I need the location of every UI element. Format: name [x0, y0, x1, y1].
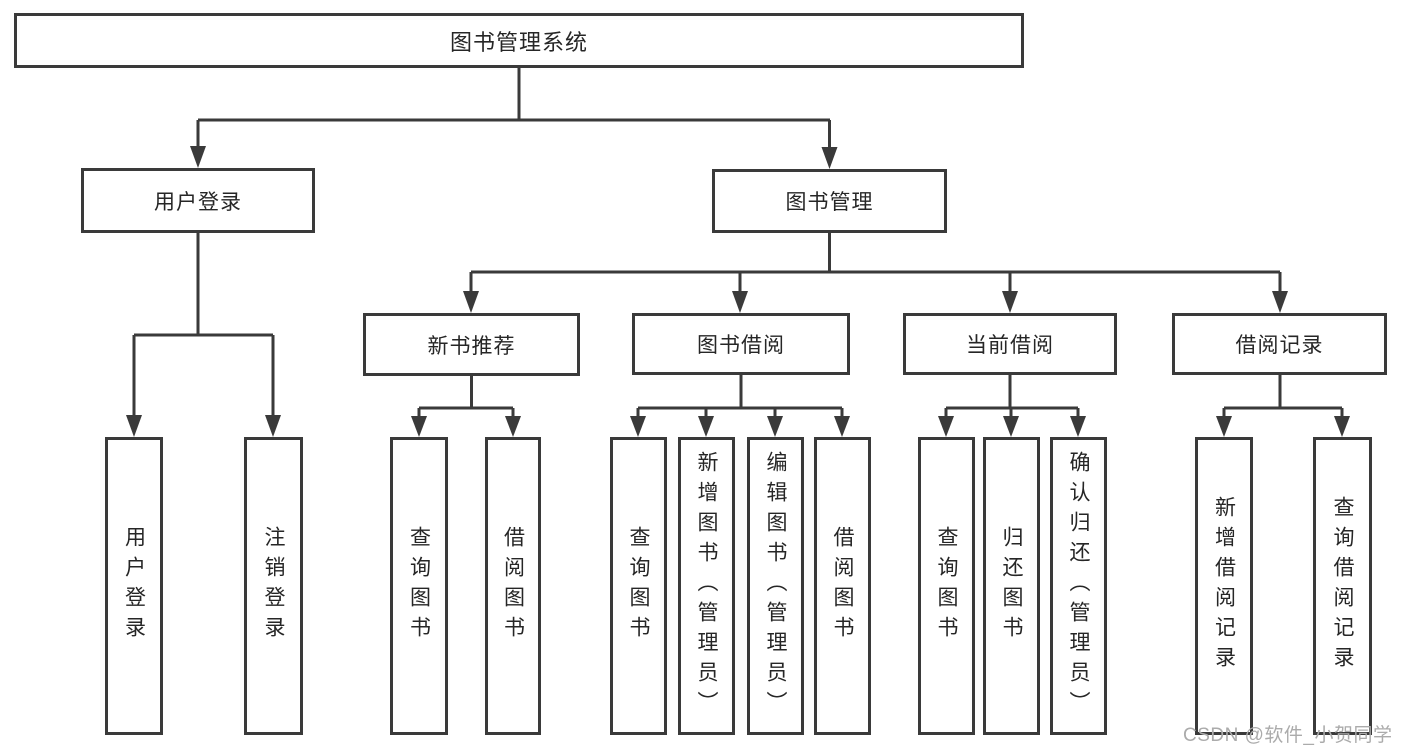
node-book-management: 图书管理: [712, 169, 947, 233]
arrowheads-new-book-recommend-leaves: [411, 416, 521, 437]
leaf-cb-return-books-label: 归还图书: [1000, 526, 1023, 646]
arrowheads-level2: [190, 146, 838, 169]
leaf-logout-login-label: 注销登录: [262, 526, 285, 646]
leaf-user-login-label: 用户登录: [122, 526, 146, 646]
leaf-user-login: 用户登录: [105, 437, 163, 735]
connector-user-login-to-leaves: [132, 233, 275, 433]
leaf-bb-query-books-label: 查询图书: [627, 526, 650, 646]
csdn-watermark: CSDN @软件_小贺同学: [1183, 725, 1393, 746]
node-book-borrowing-label: 图书借阅: [697, 334, 785, 357]
leaf-br-add-borrow-record-label: 新增借阅记录: [1212, 496, 1236, 676]
leaf-br-add-borrow-record: 新增借阅记录: [1195, 437, 1253, 735]
arrowheads-level3: [463, 291, 1288, 313]
leaf-cb-query-books-label: 查询图书: [935, 526, 958, 646]
leaf-nbr-borrow-books: 借阅图书: [485, 437, 541, 735]
leaf-bb-borrow-books-label: 借阅图书: [831, 526, 854, 646]
node-current-borrowing: 当前借阅: [903, 313, 1117, 375]
connector-new-book-recommend-to-leaves: [417, 376, 515, 433]
connector-book-borrowing-to-leaves: [636, 375, 844, 433]
leaf-bb-query-books: 查询图书: [610, 437, 667, 735]
node-new-book-recommend-label: 新书推荐: [427, 334, 516, 358]
leaf-br-query-borrow-record: 查询借阅记录: [1313, 437, 1372, 735]
node-borrow-records: 借阅记录: [1172, 313, 1387, 375]
connector-borrow-records-to-leaves: [1222, 375, 1344, 433]
leaf-cb-query-books: 查询图书: [918, 437, 975, 735]
leaf-cb-confirm-return-admin-label: 确认归还（管理员）: [1067, 451, 1090, 721]
node-user-login-label: 用户登录: [154, 190, 242, 214]
node-root-library-management-system: 图书管理系统: [14, 13, 1024, 68]
node-borrow-records-label: 借阅记录: [1235, 334, 1324, 357]
leaf-logout-login: 注销登录: [244, 437, 303, 735]
leaf-nbr-query-books-label: 查询图书: [407, 526, 431, 646]
leaf-bb-edit-books-admin: 编辑图书（管理员）: [747, 437, 804, 735]
node-current-borrowing-label: 当前借阅: [966, 334, 1054, 357]
leaf-cb-return-books: 归还图书: [983, 437, 1040, 735]
leaf-nbr-borrow-books-label: 借阅图书: [501, 526, 525, 646]
connector-book-management-to-level3: [469, 233, 1282, 309]
node-root-label: 图书管理系统: [449, 29, 588, 55]
leaf-cb-confirm-return-admin: 确认归还（管理员）: [1050, 437, 1107, 735]
leaf-br-query-borrow-record-label: 查询借阅记录: [1331, 496, 1354, 676]
arrowheads-current-borrowing-leaves: [938, 416, 1086, 437]
leaf-bb-add-books-admin: 新增图书（管理员）: [678, 437, 735, 735]
connector-root-to-level2: [196, 68, 831, 165]
arrowheads-borrow-records-leaves: [1216, 416, 1350, 437]
node-book-management-label: 图书管理: [785, 191, 874, 214]
node-new-book-recommend: 新书推荐: [363, 313, 580, 376]
leaf-nbr-query-books: 查询图书: [390, 437, 448, 735]
arrowheads-user-login-leaves: [126, 415, 281, 437]
leaf-bb-borrow-books: 借阅图书: [814, 437, 871, 735]
arrowheads-book-borrowing-leaves: [630, 416, 850, 437]
node-user-login: 用户登录: [81, 168, 315, 233]
leaf-bb-edit-books-admin-label: 编辑图书（管理员）: [764, 451, 787, 721]
node-book-borrowing: 图书借阅: [632, 313, 850, 375]
leaf-bb-add-books-admin-label: 新增图书（管理员）: [695, 451, 718, 721]
